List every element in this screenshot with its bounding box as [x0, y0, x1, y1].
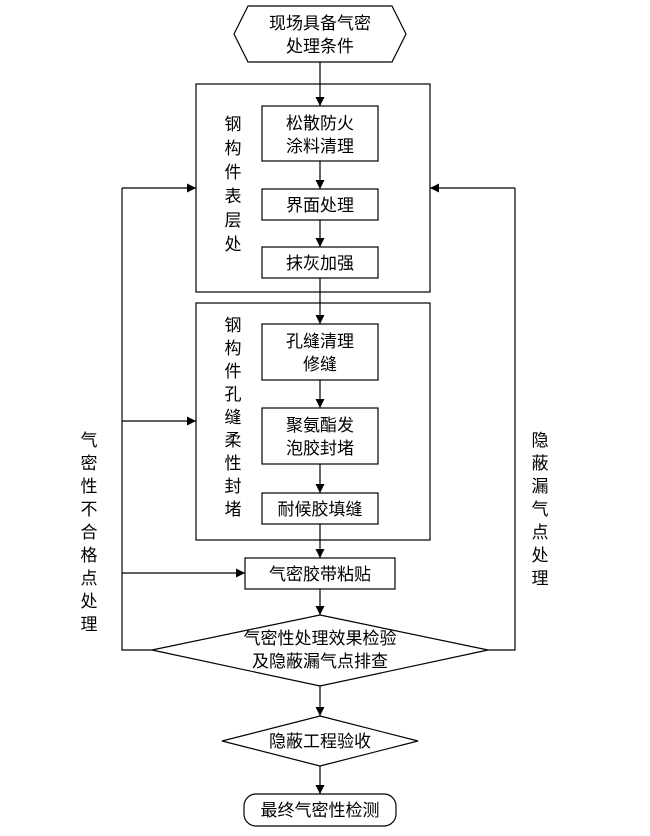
left-label-char-4: 合	[81, 523, 98, 543]
left-label-char-5: 格	[81, 546, 98, 566]
left-loop-label-bg	[76, 428, 104, 624]
left-label-char-2: 性	[81, 477, 98, 497]
group1-label: 钢 构 件 表 层 处	[225, 115, 242, 255]
step-gap-cleanup: 孔缝清理 修缝	[261, 323, 379, 381]
step-plaster-reinforce: 抹灰加强	[261, 246, 379, 279]
group2-label-char-4: 缝	[225, 408, 242, 428]
svg-text:抹灰加强: 抹灰加强	[286, 254, 354, 274]
svg-text:泡胶封堵: 泡胶封堵	[286, 439, 354, 459]
step-fireproof-cleanup: 松散防火 涂料清理	[261, 105, 379, 162]
group1-label-char-3: 表	[225, 187, 242, 207]
right-label-char-2: 漏	[532, 477, 549, 497]
svg-text:界面处理: 界面处理	[286, 196, 354, 216]
svg-text:气密性处理效果检验: 气密性处理效果检验	[244, 629, 397, 649]
step-weather-sealant: 耐候胶填缝	[261, 492, 379, 525]
decision-check-line-2: 及隐蔽漏气点排查	[252, 652, 388, 672]
start-line-2: 处理条件	[286, 37, 354, 57]
step-fireproof-line-2: 涂料清理	[286, 137, 354, 157]
group2-label: 钢 构 件 孔 缝 柔 性 封 堵	[225, 316, 242, 520]
start-node: 现场具备气密 处理条件	[233, 5, 407, 63]
right-label-char-0: 隐	[532, 431, 549, 451]
step-gap-line-2: 修缝	[303, 355, 337, 375]
right-loop-label: 隐 蔽 漏 气 点 处 理	[532, 431, 549, 589]
step-fireproof-line-1: 松散防火	[286, 114, 354, 134]
svg-text:修缝: 修缝	[303, 355, 337, 375]
step-interface-label: 界面处理	[286, 196, 354, 216]
step-pu-foam-seal: 聚氨酯发 泡胶封堵	[261, 407, 379, 465]
left-label-char-8: 理	[81, 615, 98, 635]
step-tape-label: 气密胶带粘贴	[269, 565, 371, 585]
right-loop-line	[488, 188, 516, 651]
start-line-1: 现场具备气密	[269, 14, 371, 34]
step-pu-line-1: 聚氨酯发	[286, 416, 354, 436]
svg-text:现场具备气密: 现场具备气密	[269, 14, 371, 34]
decision-check-line-1: 气密性处理效果检验	[244, 629, 397, 649]
left-label-char-6: 点	[81, 569, 98, 589]
svg-text:气密胶带粘贴: 气密胶带粘贴	[269, 565, 371, 585]
step-gap-line-1: 孔缝清理	[286, 332, 354, 352]
left-loop-line	[121, 188, 152, 651]
svg-text:处理条件: 处理条件	[286, 37, 354, 57]
right-label-char-6: 理	[532, 569, 549, 589]
decision-hidden-label: 隐蔽工程验收	[269, 732, 371, 752]
right-label-char-4: 点	[532, 523, 549, 543]
svg-text:聚氨酯发: 聚氨酯发	[286, 416, 354, 436]
step-airtight-tape: 气密胶带粘贴	[244, 557, 396, 590]
group1-label-char-5: 处	[225, 235, 242, 255]
step-plaster-label: 抹灰加强	[286, 254, 354, 274]
group2-label-char-8: 堵	[225, 500, 242, 520]
left-loop-label: 气 密 性 不 合 格 点 处 理	[81, 431, 98, 635]
svg-text:孔缝清理: 孔缝清理	[286, 332, 354, 352]
left-label-char-3: 不	[81, 500, 98, 520]
group1-label-char-0: 钢	[225, 115, 242, 135]
final-label: 最终气密性检测	[261, 801, 380, 821]
final-node: 最终气密性检测	[243, 793, 397, 827]
svg-text:涂料清理: 涂料清理	[286, 137, 354, 157]
decision-airtight-check: 气密性处理效果检验 及隐蔽漏气点排查	[151, 614, 489, 687]
svg-text:隐蔽工程验收: 隐蔽工程验收	[269, 732, 371, 752]
group1-label-char-4: 层	[225, 211, 242, 231]
step-interface-treatment: 界面处理	[261, 188, 379, 221]
left-label-char-1: 密	[81, 454, 98, 474]
group2-label-char-7: 封	[225, 477, 242, 497]
svg-text:耐候胶填缝: 耐候胶填缝	[278, 500, 363, 520]
left-label-char-7: 处	[81, 592, 98, 612]
step-pu-line-2: 泡胶封堵	[286, 439, 354, 459]
svg-text:松散防火: 松散防火	[286, 114, 354, 134]
group1-label-char-2: 件	[225, 163, 242, 183]
group2-label-char-1: 构	[225, 339, 242, 359]
group2-label-char-6: 性	[225, 454, 242, 474]
right-label-char-3: 气	[532, 500, 549, 520]
decision-hidden-works: 隐蔽工程验收	[221, 715, 419, 767]
group2-label-char-0: 钢	[225, 316, 242, 336]
group2-label-char-3: 孔	[225, 385, 242, 405]
right-label-char-1: 蔽	[532, 454, 549, 474]
svg-text:最终气密性检测: 最终气密性检测	[261, 801, 380, 821]
left-label-char-0: 气	[81, 431, 98, 451]
svg-text:及隐蔽漏气点排查: 及隐蔽漏气点排查	[252, 652, 388, 672]
right-label-char-5: 处	[532, 546, 549, 566]
group2-label-char-5: 柔	[225, 431, 242, 451]
group2-label-char-2: 件	[225, 362, 242, 382]
group1-label-char-1: 构	[225, 139, 242, 159]
step-sealant-label: 耐候胶填缝	[278, 500, 363, 520]
